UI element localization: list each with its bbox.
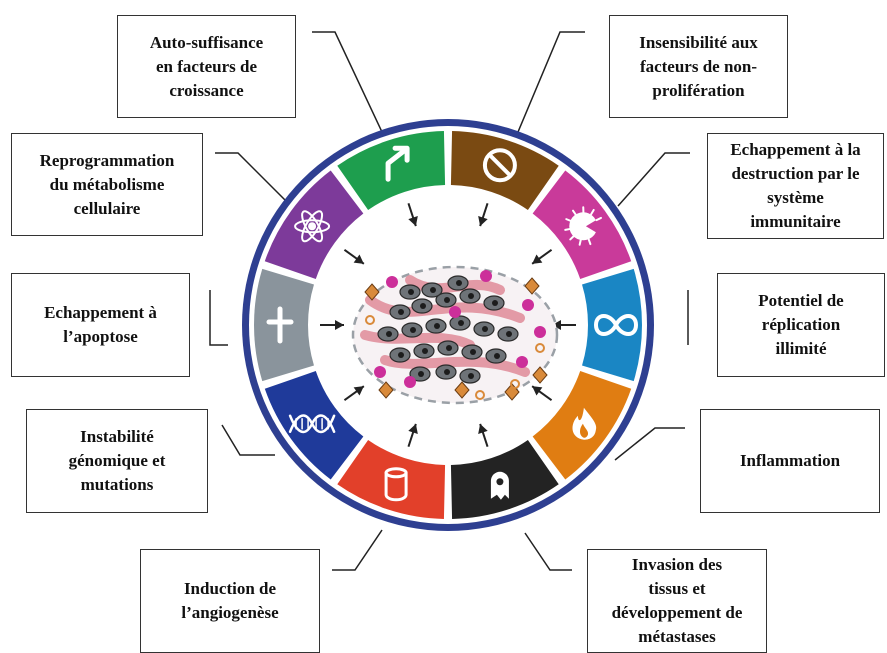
cross-icon [266,306,294,344]
cell-nucleus [408,289,414,295]
label-immune: Echappement à la destruction par le syst… [707,133,884,239]
label-antigrowth: Insensibilité aux facteurs de non- proli… [609,15,788,118]
atom-icon [294,210,331,243]
inward-arrow [407,202,418,227]
immune-cell [480,270,492,282]
cell-nucleus [456,280,462,286]
cell-nucleus [492,300,498,306]
dna-icon [288,414,336,434]
leader-line [617,152,690,207]
label-apoptosis: Echappement à l’apoptose [11,273,190,377]
blood-vessel [365,295,525,323]
cell-nucleus [444,297,450,303]
leader-line [524,532,572,571]
bent-arrow-icon [385,145,410,182]
small-cell [510,379,520,389]
immune-cell [374,366,386,378]
label-invasion: Invasion des tissus et développement de … [587,549,767,653]
small-cell [535,343,545,353]
label-angiogenesis: Induction de l’angiogenèse [140,549,320,653]
small-cell [475,390,485,400]
inward-arrow [343,248,365,265]
inward-arrow [531,248,553,265]
immune-cell [404,376,416,388]
label-replication: Potentiel de réplication illimité [717,273,885,377]
cell-nucleus [494,353,500,359]
leader-lines [209,31,690,571]
cell-nucleus [458,320,464,326]
immune-cell [386,276,398,288]
cell-nucleus [468,293,474,299]
inward-arrow [552,320,576,330]
cell-nucleus [482,326,488,332]
immune-cell [449,306,461,318]
label-growth: Auto-suffisance en facteurs de croissanc… [117,15,296,118]
cell-nucleus [470,349,476,355]
fibroblast-cell [532,366,548,384]
hallmark-segments [254,131,642,519]
immune-cell [534,326,546,338]
fibroblast-cell [378,381,394,399]
label-genome: Instabilité génomique et mutations [26,409,208,513]
cell-nucleus [386,331,392,337]
segment-apoptosis [254,268,314,382]
inward-arrows [320,202,576,448]
immune-cell [516,356,528,368]
tumor-illustration [351,265,559,405]
fibroblast-cell [454,381,470,399]
ghost-cell-icon [490,471,509,500]
cell-nucleus [398,352,404,358]
small-cell [365,315,375,325]
leader-line [614,427,685,461]
label-metabolism: Reprogrammation du métabolisme cellulair… [11,133,203,236]
cell-nucleus [446,345,452,351]
inward-arrow [531,385,553,402]
pacman-cell-icon [564,206,602,246]
vessel-tube-icon [384,467,408,502]
cell-nucleus [444,369,450,375]
label-inflammation: Inflammation [700,409,880,513]
infinity-icon [594,314,638,336]
segment-replication [582,268,642,382]
segment-growth [337,131,446,211]
cell-nucleus [434,323,440,329]
leader-line [312,31,383,133]
cell-nucleus [468,373,474,379]
inward-arrow [320,320,344,330]
inward-arrow [478,423,489,448]
cell-nucleus [430,287,436,293]
inward-arrow [407,423,418,448]
cell-nucleus [422,348,428,354]
cell-nucleus [420,303,426,309]
leader-line [215,152,286,201]
cell-nucleus [410,327,416,333]
segment-angiogenesis [337,439,446,519]
blood-vessel [360,330,475,350]
leader-line [209,290,228,346]
fibroblast-cell [524,277,540,295]
cell-nucleus [506,331,512,337]
cell-nucleus [418,371,424,377]
blood-vessel [380,355,530,377]
inward-arrow [343,385,365,402]
fibroblast-cell [364,283,380,301]
leader-line [221,424,275,456]
leader-line [332,529,383,571]
flame-icon [572,407,597,440]
prohibition-icon [482,148,517,183]
inward-arrow [478,202,489,227]
leader-line [517,31,585,133]
cell-nucleus [398,309,404,315]
immune-cell [522,299,534,311]
